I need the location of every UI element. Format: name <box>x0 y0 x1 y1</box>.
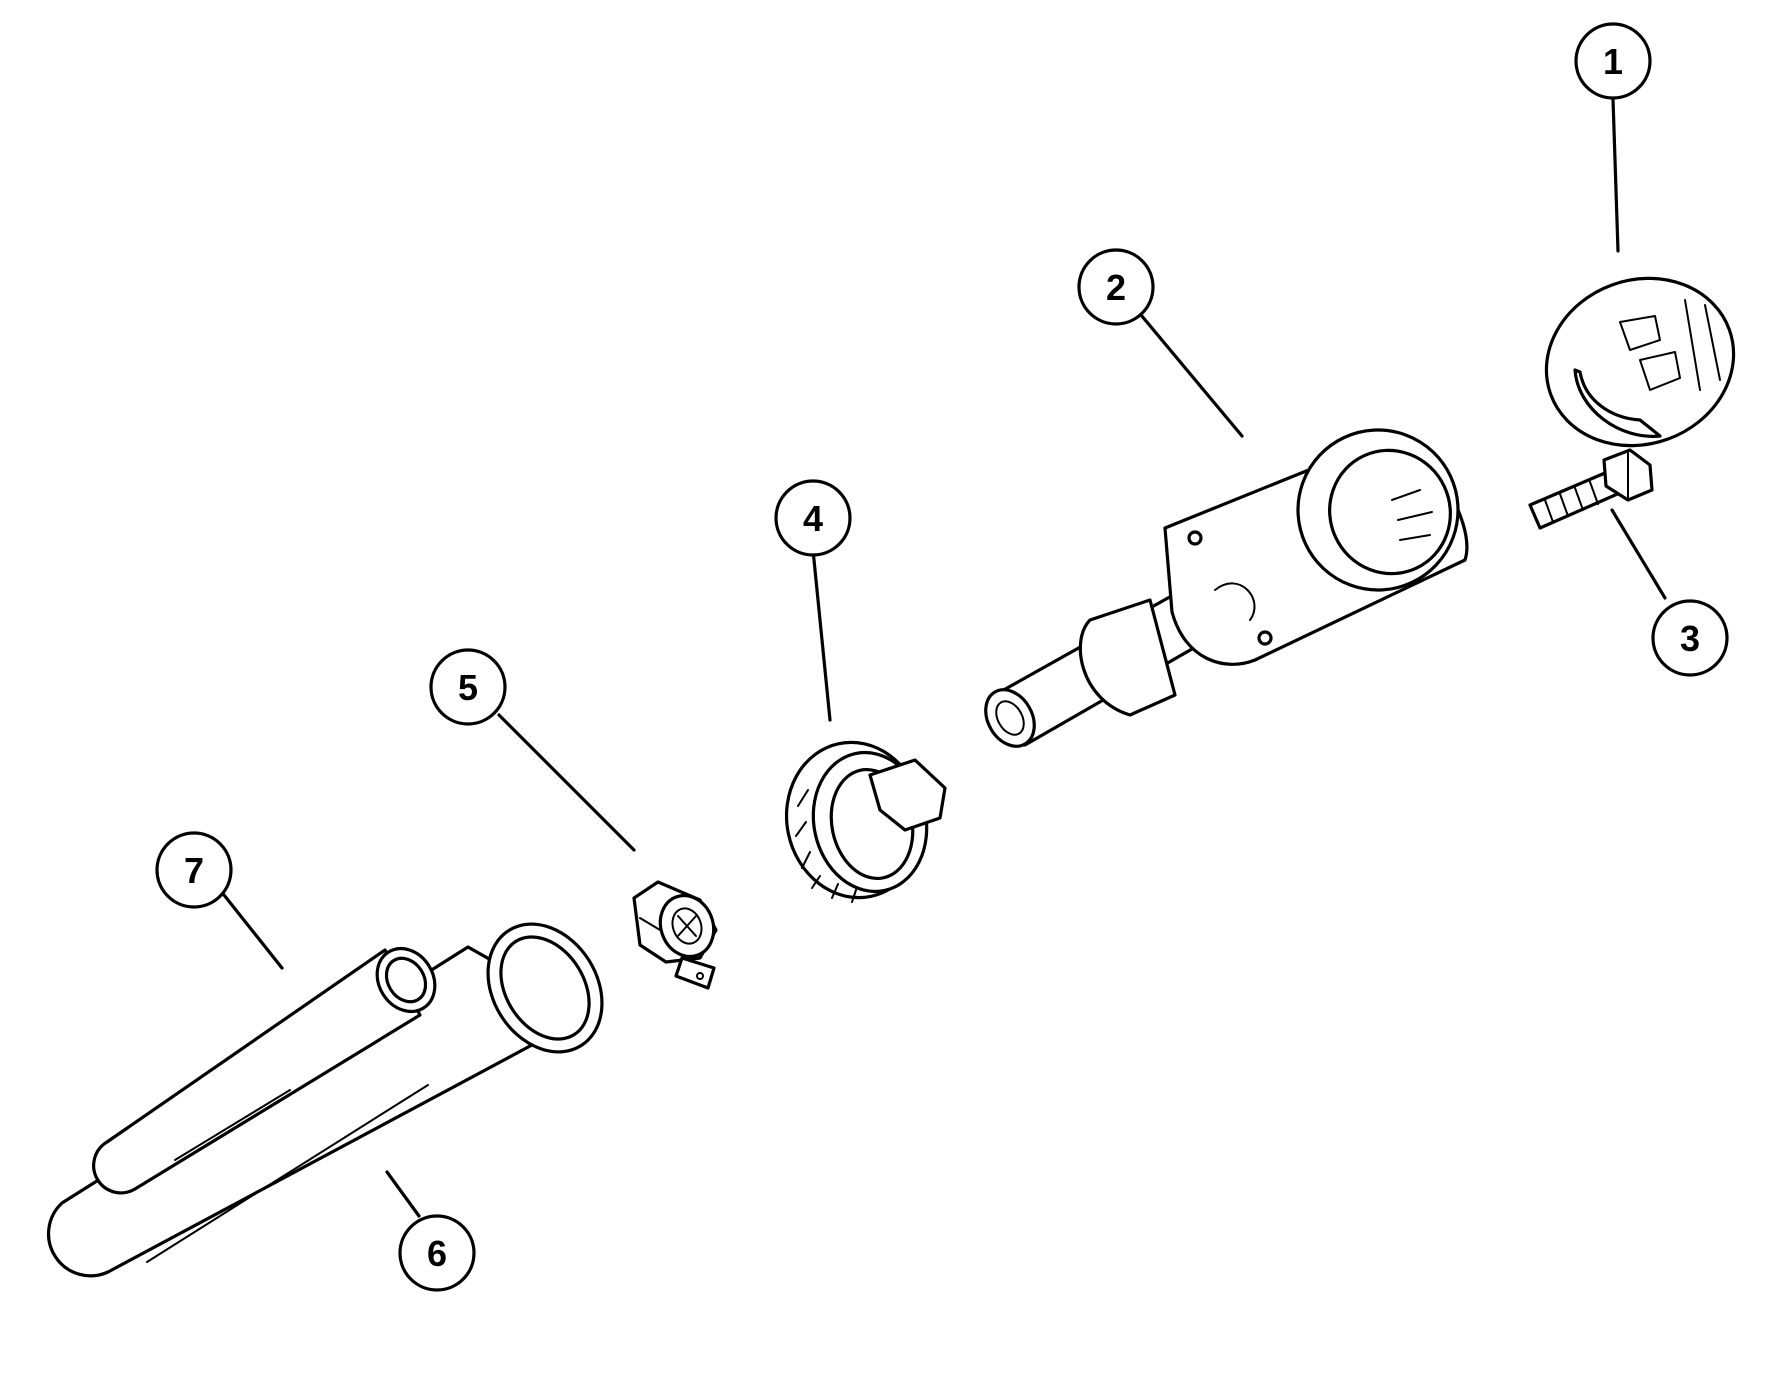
leader-line-1 <box>1611 97 1620 253</box>
part-5-clamp <box>632 880 718 990</box>
callout-4: 4 <box>774 479 852 557</box>
callout-label-7: 7 <box>184 850 204 891</box>
leader-line-7 <box>222 893 284 970</box>
part-1-cap <box>1544 276 1736 448</box>
callout-5: 5 <box>429 648 507 726</box>
callout-3: 3 <box>1651 599 1729 677</box>
part-3-bolt <box>1528 448 1654 530</box>
callout-2: 2 <box>1077 248 1155 326</box>
callout-label-3: 3 <box>1680 618 1700 659</box>
part-2-housing <box>984 428 1469 748</box>
callout-label-4: 4 <box>803 498 823 539</box>
leader-line-3 <box>1610 508 1667 600</box>
leader-line-4 <box>811 548 832 722</box>
callout-label-1: 1 <box>1603 41 1623 82</box>
callout-label-2: 2 <box>1106 267 1126 308</box>
callout-label-5: 5 <box>458 667 478 708</box>
callout-7: 7 <box>155 831 233 909</box>
callout-6: 6 <box>398 1214 476 1292</box>
leader-line-2 <box>1139 313 1244 438</box>
callout-label-6: 6 <box>427 1233 447 1274</box>
part-7-small-tube <box>92 946 437 1195</box>
leader-lines <box>222 97 1667 1218</box>
part-6-large-tube <box>47 922 604 1278</box>
callout-1: 1 <box>1574 22 1652 100</box>
leader-line-5 <box>497 713 636 852</box>
part-4-coupling-ring <box>784 740 947 903</box>
leader-line-6 <box>385 1170 421 1218</box>
